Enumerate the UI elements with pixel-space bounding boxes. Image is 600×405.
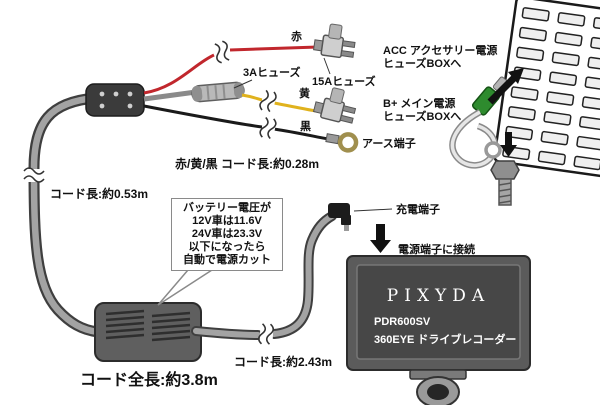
bolt bbox=[490, 160, 520, 206]
black-wire-label: 黒 bbox=[300, 121, 311, 133]
device-name: 360EYE ドライブレコーダー bbox=[374, 334, 517, 346]
red-wire-label: 赤 bbox=[291, 31, 302, 43]
battery-note-box: バッテリー電圧が 12V車は11.6V 24V車は23.3V 以下になったら 自… bbox=[171, 198, 283, 271]
total-cord-length-label: コード全長:約3.8m bbox=[80, 372, 218, 389]
connect-power-label: 電源端子に接続 bbox=[398, 244, 475, 256]
arrow-to-fusebox-icon bbox=[487, 68, 524, 105]
left-cord-length-label: コード長:約0.53m bbox=[50, 187, 149, 201]
acc-dest-line1: ACC アクセサリー電源 bbox=[383, 45, 498, 57]
yellow-wire bbox=[241, 93, 317, 113]
cable-break-icon bbox=[258, 88, 278, 114]
fuse-box bbox=[493, 0, 600, 180]
battery-note-line: バッテリー電圧が bbox=[183, 202, 271, 214]
black-wire bbox=[143, 104, 329, 141]
note-pointer bbox=[157, 269, 213, 306]
output-cable bbox=[191, 211, 337, 340]
battery-note-line: 12V車は11.6V bbox=[192, 215, 262, 227]
main-cable bbox=[28, 92, 104, 338]
rgb-cord-length-label: 赤/黄/黒 コード長:約0.28m bbox=[175, 157, 320, 171]
device-brand-logo: PIXYDA bbox=[386, 286, 491, 306]
cable-break-icon bbox=[23, 167, 45, 183]
yellow-wire-label: 黄 bbox=[299, 88, 310, 100]
battery-note-line: 以下になったら bbox=[188, 241, 266, 253]
cable-break-icon bbox=[211, 39, 233, 65]
leader-lines bbox=[233, 57, 393, 212]
down-arrow-icon bbox=[370, 224, 391, 253]
out-cord-length-label: コード長:約2.43m bbox=[234, 355, 333, 369]
acc-fuse-connector bbox=[313, 23, 356, 59]
acc-dest-line2: ヒューズBOXへ bbox=[383, 58, 462, 70]
device-model: PDR600SV bbox=[374, 316, 431, 328]
cable-junction-block bbox=[85, 83, 145, 117]
inline-fuse-3a bbox=[191, 81, 245, 103]
charge-terminal-label: 充電端子 bbox=[396, 204, 440, 216]
red-wire bbox=[143, 45, 319, 95]
earth-cord bbox=[449, 109, 502, 169]
fuse-15a-label: 15Aヒューズ bbox=[312, 76, 376, 88]
bplus-dest-line1: B+ メイン電源 bbox=[383, 98, 456, 110]
battery-note-line: 24V車は23.3V bbox=[191, 228, 263, 240]
inline-fuse-lead bbox=[143, 89, 197, 102]
arrow-to-bolt-icon bbox=[500, 132, 517, 157]
bplus-dest-line2: ヒューズBOXへ bbox=[383, 111, 462, 123]
battery-note-line: 自動で電源カット bbox=[183, 254, 271, 266]
charge-plug bbox=[328, 203, 351, 231]
cable-break-icon bbox=[258, 116, 278, 140]
drive-recorder-device bbox=[346, 255, 531, 405]
earth-terminal bbox=[325, 132, 359, 153]
fuse-3a-label: 3Aヒューズ bbox=[243, 67, 301, 79]
power-adapter-box bbox=[94, 302, 202, 362]
earth-label: アース端子 bbox=[362, 138, 416, 150]
bplus-fuse-connector bbox=[312, 87, 357, 124]
cable-break-icon bbox=[257, 322, 275, 346]
